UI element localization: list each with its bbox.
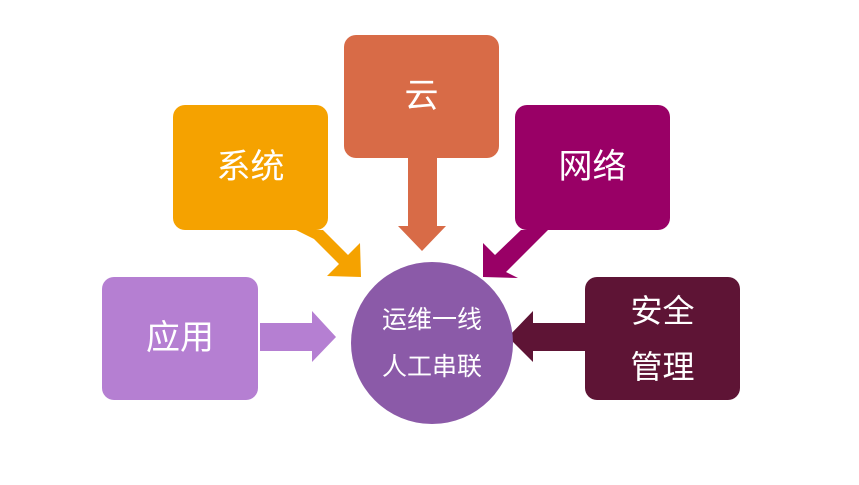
hub-circle: 运维一线 人工串联 — [351, 262, 513, 424]
node-network: 网络 — [515, 105, 670, 230]
arrow-application-to-hub — [260, 311, 336, 362]
node-application-label: 应用 — [146, 318, 214, 359]
arrow-system-to-hub — [296, 230, 361, 277]
node-network-label: 网络 — [558, 147, 627, 188]
node-application: 应用 — [102, 277, 258, 400]
node-security: 安全 管理 — [585, 277, 740, 400]
arrow-security-to-hub — [508, 311, 585, 362]
arrow-network-to-hub — [483, 230, 548, 278]
node-security-label-line2: 管理 — [630, 347, 695, 386]
node-cloud-label: 云 — [404, 76, 439, 117]
node-cloud: 云 — [344, 35, 499, 158]
arrow-cloud-to-hub — [398, 158, 446, 251]
node-system-label: 系统 — [216, 147, 285, 188]
node-security-label-line1: 安全 — [630, 291, 695, 330]
node-system: 系统 — [173, 105, 328, 230]
hub-label-line2: 人工串联 — [381, 352, 482, 381]
hub-label-line1: 运维一线 — [381, 304, 482, 334]
